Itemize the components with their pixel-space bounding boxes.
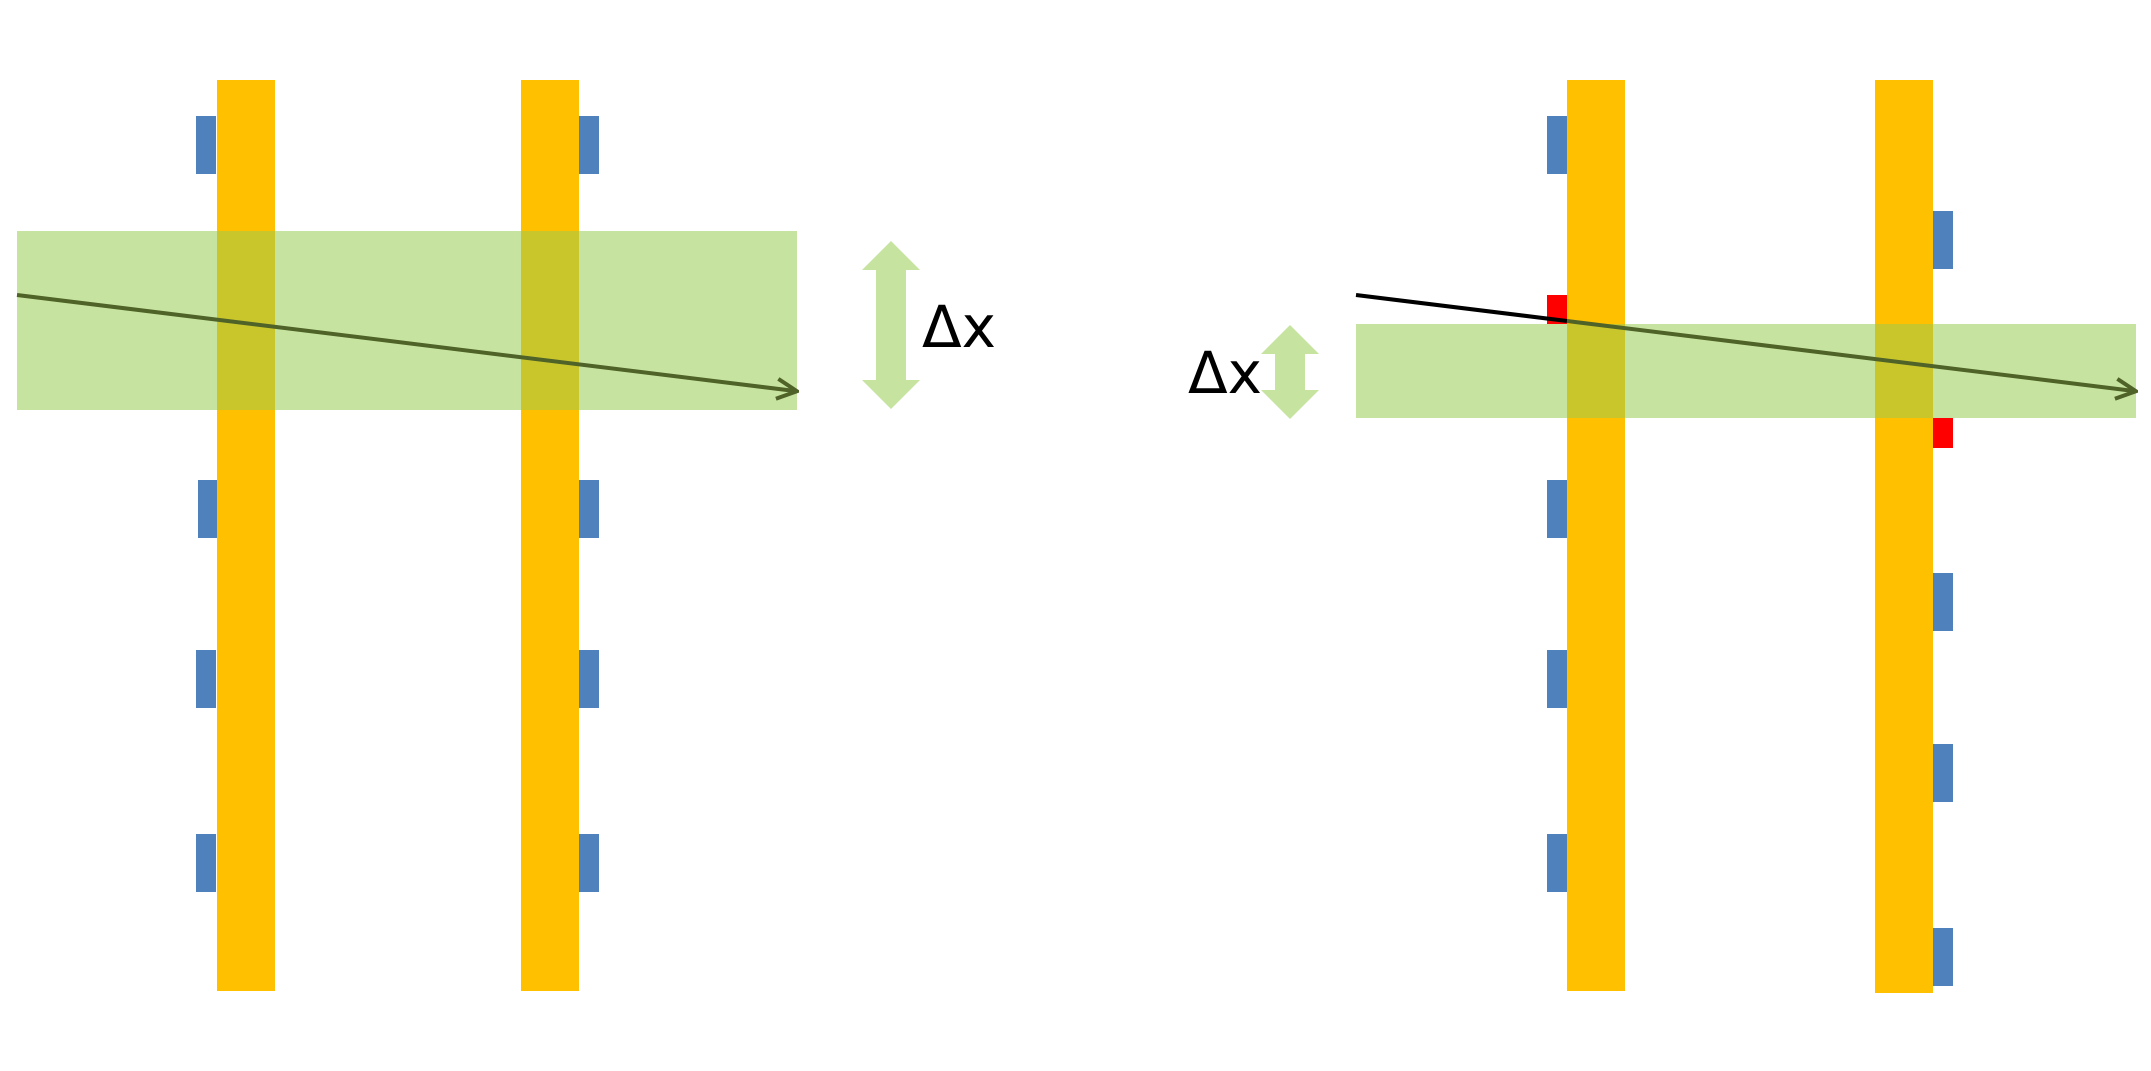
window-overlap <box>1875 324 1933 418</box>
sensor-strip <box>1547 650 1567 708</box>
delta-x-label: Δx <box>922 293 996 361</box>
sensor-strip <box>1933 573 1953 631</box>
sensor-strip <box>579 480 599 538</box>
sensor-strip <box>579 116 599 174</box>
window-overlap <box>521 231 579 410</box>
detector-layer <box>1875 80 1933 993</box>
sensor-strip <box>196 834 216 892</box>
search-window <box>1356 324 2136 418</box>
delta-x-label: Δx <box>1188 339 1262 407</box>
right-panel: Δx <box>1188 80 2136 993</box>
detector-layer <box>521 80 579 991</box>
track-line <box>16 293 795 391</box>
track-line-outside-window <box>1355 293 1568 323</box>
search-window <box>17 231 797 410</box>
sensor-strip <box>1547 834 1567 892</box>
sensor-strip <box>1547 480 1567 538</box>
sensor-strip <box>196 650 216 708</box>
sensor-strip <box>1933 744 1953 802</box>
delta-x-double-arrow-icon <box>862 241 920 409</box>
window-overlap <box>1567 324 1625 418</box>
left-panel: Δx <box>16 80 996 991</box>
sensor-strip <box>198 480 218 538</box>
sensor-strip <box>1933 928 1953 986</box>
sensor-strip <box>196 116 216 174</box>
track-line <box>1566 319 2134 391</box>
sensor-strip <box>1933 211 1953 269</box>
hit-strip-outside-window <box>1933 418 1953 448</box>
delta-x-double-arrow-icon <box>1261 325 1319 419</box>
detector-layer <box>217 80 275 991</box>
sensor-strip <box>579 834 599 892</box>
sensor-strip <box>579 650 599 708</box>
sensor-strip <box>1547 116 1567 174</box>
detector-layer <box>1567 80 1625 991</box>
